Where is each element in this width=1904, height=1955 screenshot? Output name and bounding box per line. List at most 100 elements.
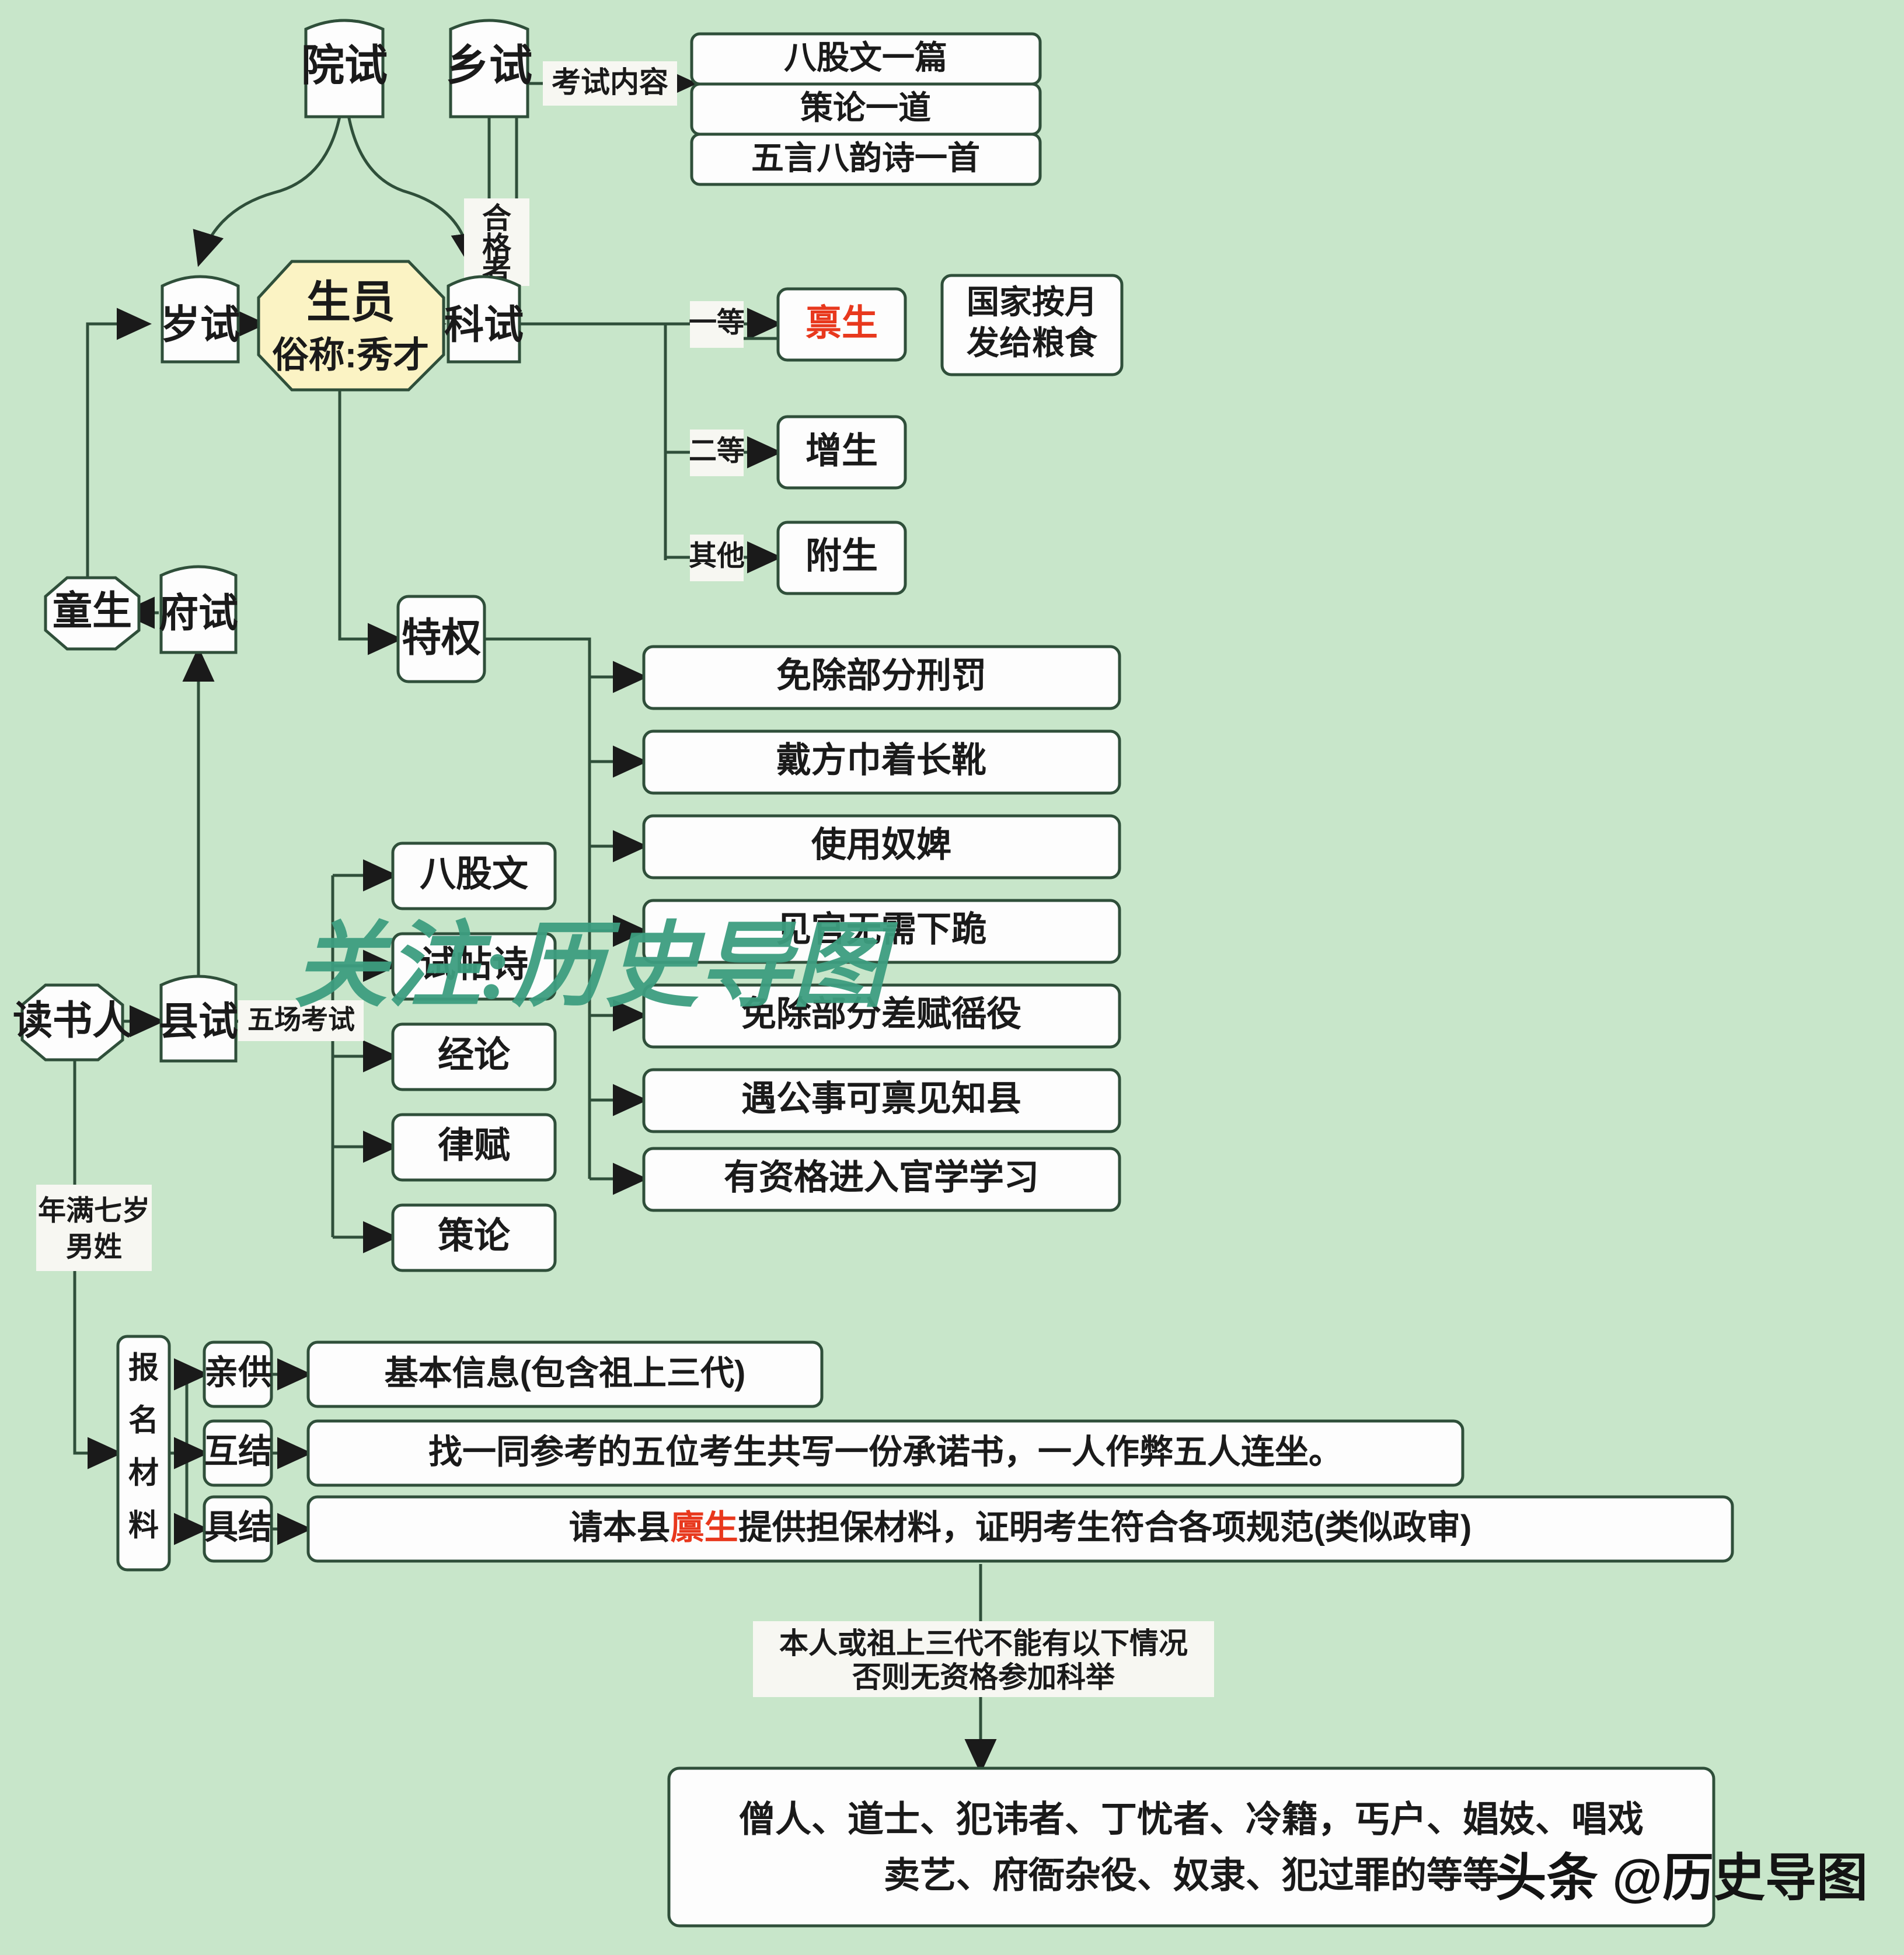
node-tongsheng[interactable]: 童生 [44,576,141,651]
node-shengyuan-label: 生员 [306,278,395,327]
label-hegezhe: 合 格 者 [464,198,529,288]
node-xiangshi[interactable]: 乡试 [446,19,532,118]
node-shengyuan-alias: 俗称:秀才 [273,335,430,375]
grade-group-2: 二等 增生 [689,415,907,490]
edge-tongsheng-suishi [86,308,152,578]
five-exam-box-2[interactable] [391,932,557,1001]
node-jujie-label: 具结 [204,1508,272,1546]
registration-details: 基本信息(包含祖上三代) 找一同参考的五位考生共写一份承诺书，一人作弊五人连坐。… [306,1340,1734,1563]
detail-hujie: 找一同参考的五位考生共写一份承诺书，一人作弊五人连坐。 [428,1433,1342,1471]
svg-text:格: 格 [482,231,512,264]
edge-keshi-content-stem [515,82,630,257]
grade-group-1: 一等 禀生 国家按月 发给粮食 [689,274,1124,376]
privilege-label-1: 免除部分刑罚 [776,656,986,695]
grade-label-1: 一等 [689,308,745,338]
node-suishi-label: 岁试 [161,303,240,347]
exam-content-item-3-label: 五言八韵诗一首 [751,139,980,176]
edge-yuanshi-suishi [193,69,346,267]
grade-result-1: 禀生 [805,303,878,343]
node-tequan[interactable]: 特权 [396,595,486,683]
label-age-line1: 年满七岁 [38,1196,150,1227]
node-qingong[interactable] [203,1340,273,1408]
exam-content-group: 八股文一篇 策论一道 五言八韵诗一首 [690,32,1042,186]
label-warning-line2: 否则无资格参加科举 [852,1661,1115,1694]
five-exam-label-1: 八股文 [420,854,528,894]
watermark-center: 关注:历史导图 [294,914,898,1018]
grade-result-box-3[interactable] [776,521,907,595]
node-tongsheng-label: 童生 [53,589,132,633]
node-fushi-label: 府试 [159,591,238,636]
label-warning: 本人或祖上三代不能有以下情况 否则无资格参加科举 [753,1621,1214,1697]
svg-text:报: 报 [128,1352,159,1385]
node-xianshi[interactable]: 县试 [159,975,238,1063]
node-yuanshi-label: 院试 [301,41,388,90]
exam-content-item-3[interactable] [690,132,1042,186]
privilege-box-2[interactable] [642,729,1121,795]
privilege-box-1[interactable] [642,645,1121,710]
node-keshi-label: 科试 [444,303,524,347]
svg-text:料: 料 [128,1509,159,1543]
detail-qingong: 基本信息(包含祖上三代) [385,1354,746,1392]
grade-reward-line1: 国家按月 [967,284,1097,320]
five-exam-label-2: 试帖诗 [420,944,528,985]
grade-reward-box[interactable] [940,274,1124,376]
privileges-group: 免除部分刑罚 戴方巾着长靴 使用奴婢 见官无需下跪 免除部分差赋徭役 遇公事可禀… [642,645,1121,1212]
five-exam-box-3[interactable] [391,1022,557,1091]
privilege-label-4: 见官无需下跪 [776,910,986,949]
node-dushuren[interactable]: 读书人 [13,983,132,1062]
privilege-box-5[interactable] [642,983,1121,1049]
svg-text:合: 合 [482,202,511,235]
five-exams-group: 八股文 试帖诗 经论 律赋 策论 [391,842,557,1272]
detail-box-hujie[interactable] [306,1419,1464,1487]
node-hujie[interactable] [203,1419,273,1487]
five-exam-box-5[interactable] [391,1203,557,1272]
node-yuanshi[interactable]: 院试 [301,19,388,118]
node-disqualified[interactable]: 僧人、道士、犯讳者、丁忧者、冷籍，丐户、娼妓、唱戏 卖艺、府衙杂役、奴隶、犯过罪… [667,1767,1715,1928]
svg-text:材: 材 [128,1457,159,1490]
grade-result-box-1[interactable] [776,287,907,362]
node-tequan-label: 特权 [402,616,481,660]
privilege-box-4[interactable] [642,899,1121,964]
node-dushuren-label: 读书人 [13,999,132,1043]
edge-tequan-trunk [484,637,591,1179]
detail-box-qingong[interactable] [306,1340,824,1408]
privilege-box-3[interactable] [642,814,1121,879]
node-fushi[interactable]: 府试 [159,565,238,654]
grade-label-3: 其他 [689,541,745,572]
node-shengyuan[interactable]: 生员 俗称:秀才 [257,260,445,392]
disqualified-line1: 僧人、道士、犯讳者、丁忧者、冷籍，丐户、娼妓、唱戏 [739,1799,1644,1839]
grade-label-2: 二等 [689,436,745,467]
exam-content-item-2-label: 策论一道 [800,89,931,126]
privilege-box-7[interactable] [642,1147,1121,1212]
five-exam-box-1[interactable] [391,842,557,910]
privilege-label-2: 戴方巾着长靴 [776,741,986,780]
node-suishi[interactable]: 岁试 [161,275,240,364]
node-jujie[interactable] [203,1495,273,1563]
edge-shengyuan-tequan [338,388,403,655]
label-five-exams: 五场考试 [238,1000,364,1041]
node-baoming[interactable]: 报 名 材 料 [116,1335,171,1572]
edge-yuanshi-keshi [343,69,483,268]
label-warning-line1: 本人或祖上三代不能有以下情况 [779,1627,1188,1660]
label-five-exams-text: 五场考试 [247,1004,355,1035]
label-exam-content-text: 考试内容 [552,66,668,99]
node-hujie-label: 互结 [204,1432,272,1470]
registration-kinds: 亲供 互结 具结 [203,1340,273,1563]
grade-result-2: 增生 [805,431,878,471]
label-age-line2: 男姓 [66,1232,122,1263]
node-xianshi-label: 县试 [159,1000,238,1044]
five-exam-box-4[interactable] [391,1113,557,1182]
node-keshi[interactable]: 科试 [444,275,524,364]
privilege-label-7: 有资格进入官学学习 [724,1158,1039,1197]
privilege-label-3: 使用奴婢 [811,825,951,864]
node-qingong-label: 亲供 [204,1353,272,1391]
node-xiangshi-label: 乡试 [446,41,532,90]
grade-result-box-2[interactable] [776,415,907,490]
detail-box-jujie[interactable] [306,1495,1734,1563]
label-age-requirement: 年满七岁 男姓 [36,1185,152,1271]
svg-text:名: 名 [128,1404,159,1438]
grade-reward-line2: 发给粮食 [967,324,1098,361]
five-exam-label-4: 律赋 [438,1125,510,1165]
privilege-box-6[interactable] [642,1068,1121,1133]
